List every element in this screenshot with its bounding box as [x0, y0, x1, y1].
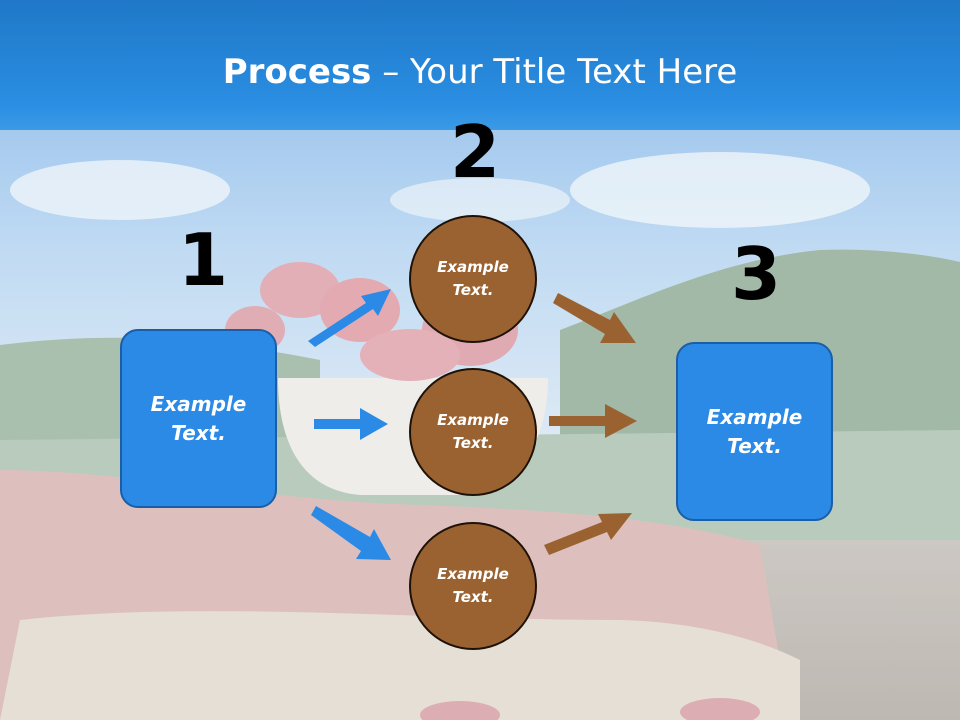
circle-top-line1: Example	[437, 258, 509, 276]
blue-arrow-straight	[314, 408, 388, 440]
step-number-3: 3	[731, 232, 782, 316]
circle-bottom-line2: Text.	[452, 588, 494, 606]
blue-arrow-down	[311, 506, 391, 560]
circle-top-line2: Text.	[452, 281, 494, 299]
step-3-box-line1: Example	[706, 404, 803, 429]
blue-arrow-up	[308, 289, 391, 347]
step-number-1: 1	[178, 218, 229, 302]
step-3-box: Example Text.	[676, 342, 833, 521]
brown-arrow-straight	[549, 404, 637, 438]
step-1-box-line1: Example	[150, 391, 247, 416]
title-rest: – Your Title Text Here	[371, 52, 738, 92]
brown-arrow-up	[544, 513, 632, 555]
step-3-box-line2: Text.	[727, 433, 782, 458]
step-number-2: 2	[450, 110, 501, 194]
title-bold: Process	[222, 52, 372, 92]
step-1-box-line2: Text.	[171, 420, 226, 445]
brown-arrow-down	[553, 293, 636, 343]
title-bar	[0, 0, 960, 130]
circle-middle-line2: Text.	[452, 434, 494, 452]
step-1-box: Example Text.	[120, 329, 277, 508]
step-2-circle-bottom: Example Text.	[409, 522, 537, 650]
circle-bottom-line1: Example	[437, 565, 509, 583]
step-2-circle-middle: Example Text.	[409, 368, 537, 496]
circle-middle-line1: Example	[437, 411, 509, 429]
step-2-circle-top: Example Text.	[409, 215, 537, 343]
slide-title: Process – Your Title Text Here	[0, 52, 960, 92]
